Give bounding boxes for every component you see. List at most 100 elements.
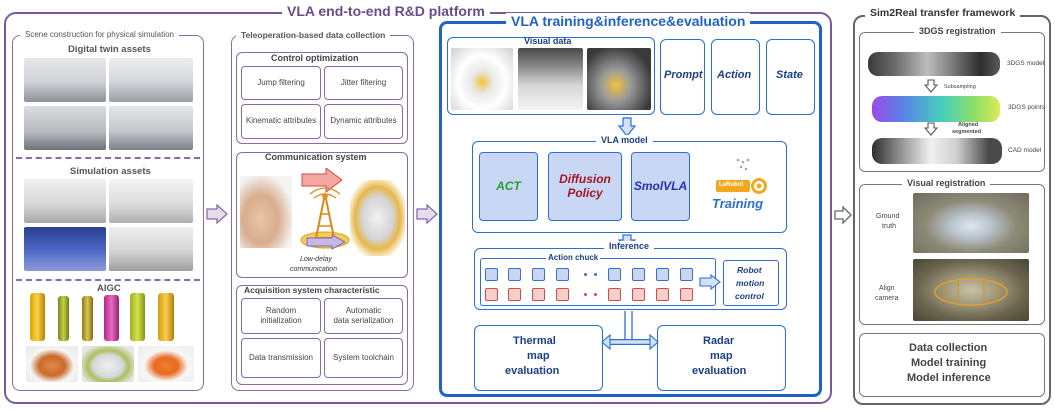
action-chunk-red-dot-1 [584, 293, 587, 296]
subsampling-label: Subsampling [944, 84, 976, 90]
simulation-photo-4 [109, 227, 193, 271]
visual-data-photo-2 [518, 48, 583, 110]
jump-filtering-cell: Jump filtering [241, 66, 321, 100]
gs-model-image [868, 52, 1000, 76]
bottle-6 [158, 293, 174, 341]
simulation-photo-1 [24, 179, 106, 223]
arrow-teleop-to-vla [416, 204, 438, 224]
action-chunk-blue-8 [680, 268, 693, 281]
ground-truth-line2: truth [882, 223, 897, 230]
arrow-data-to-model [618, 117, 636, 137]
thermal-evaluation-box [474, 325, 603, 391]
evaluation-split-arrows [601, 311, 659, 351]
aigc-food-photo-3 [138, 346, 194, 382]
model-diffusion-policy: Diffusion Policy [548, 152, 622, 221]
automatic-serialization-line2: data serialization [333, 316, 394, 325]
thermal-line3: evaluation [505, 365, 560, 377]
radar-evaluation-box [657, 325, 786, 391]
action-chunk-red-6 [632, 288, 645, 301]
align-camera-line1: Align [879, 285, 895, 292]
robot-control-line1: Robot [737, 265, 762, 275]
action-chunk-blue-dot-2 [594, 273, 597, 276]
action-chunk-title: Action chuck [546, 253, 601, 262]
sim2real-summary-box [859, 333, 1045, 397]
action-chunk-red-2 [508, 288, 521, 301]
thermal-line2: map [527, 350, 550, 362]
training-label: Training [712, 196, 764, 211]
simulation-photo-3 [24, 227, 106, 271]
teleop-title: Teleoperation-based data collection [236, 30, 391, 40]
model-diffusion-line1: Diffusion [559, 171, 611, 186]
digital-twin-photo-2 [109, 58, 193, 102]
prompt-box [660, 39, 705, 115]
gs-points-image [872, 96, 1000, 122]
model-act: ACT [479, 152, 538, 221]
bottle-1 [30, 293, 45, 341]
align-camera-line2: camera [875, 295, 899, 302]
low-delay-caption-line1: Low-delay [300, 256, 332, 263]
summary-model-training: Model training [911, 357, 987, 369]
ground-truth-line1: Ground [876, 213, 900, 220]
action-chunk-blue-2 [508, 268, 521, 281]
radar-line2: map [710, 350, 733, 362]
vla-title: VLA training&inference&evaluation [506, 13, 751, 29]
communication-title: Communication system [265, 152, 367, 162]
action-chunk-red-4 [556, 288, 569, 301]
action-chunk-blue-6 [632, 268, 645, 281]
sim2real-title: Sim2Real transfer framework [865, 7, 1021, 19]
action-chunk-blue-1 [485, 268, 498, 281]
random-initialization-cell: Random initialization [241, 298, 321, 334]
digital-twin-photo-1 [24, 58, 106, 102]
vla-model-title: VLA model [596, 135, 653, 145]
radar-line1: Radar [703, 335, 735, 347]
lerobot-logo-text: LeRobot [719, 182, 744, 188]
align-camera-image [913, 259, 1029, 321]
action-chunk-blue-5 [608, 268, 621, 281]
action-chunk-red-3 [532, 288, 545, 301]
scene-divider-1 [16, 157, 200, 159]
acquisition-title: Acquisition system characteristic [244, 285, 380, 295]
visual-data-photo-3 [587, 48, 651, 110]
random-initialization-line2: initialization [260, 316, 302, 325]
arrow-subsampling [924, 79, 938, 93]
action-chunk-blue-4 [556, 268, 569, 281]
bottle-5 [130, 293, 145, 341]
gs-points-label: 3DGS points [1008, 104, 1045, 111]
robot-feedback-arrow-icon [306, 234, 346, 250]
automatic-serialization-line1: Automatic [345, 305, 382, 315]
action-label: Action [717, 69, 752, 81]
visual-data-title: Visual data [524, 36, 572, 46]
bottle-4 [104, 295, 119, 341]
model-smolvla-label: SmolVLA [633, 178, 688, 193]
visual-data-box [447, 37, 655, 115]
platform-title: VLA end-to-end R&D platform [282, 3, 490, 19]
kinematic-attributes-cell: Kinematic attributes [241, 104, 321, 139]
action-chunk-red-8 [680, 288, 693, 301]
digital-twin-photo-3 [24, 106, 106, 150]
model-smolvla: SmolVLA [631, 152, 690, 221]
aligned-line2: segmented [952, 129, 982, 135]
action-chunk-red-5 [608, 288, 621, 301]
communication-box [236, 152, 408, 278]
low-delay-caption-line2: communication [290, 266, 338, 273]
visual-data-photo-1 [451, 48, 513, 110]
ground-truth-image [913, 193, 1029, 253]
cad-model-image [872, 138, 1002, 164]
robot-hand-photo [350, 180, 405, 256]
operator-hand-photo [240, 176, 292, 248]
dynamic-attributes-cell: Dynamic attributes [324, 104, 403, 139]
action-chunk-blue-3 [532, 268, 545, 281]
camera-ring-icon [934, 278, 1008, 306]
aligned-line1: Aligned [958, 122, 979, 128]
lerobot-logo-icon [716, 158, 767, 194]
robot-control-line3: control [735, 291, 764, 301]
inference-title: Inference [604, 241, 655, 251]
model-diffusion-line2: Policy [567, 185, 603, 200]
state-box [766, 39, 815, 115]
bottle-3 [82, 296, 93, 341]
aigc-food-photo-2 [82, 346, 134, 382]
simulation-title: Simulation assets [70, 166, 151, 177]
summary-data-collection: Data collection [909, 342, 988, 354]
simulation-photo-2 [109, 179, 193, 223]
state-label: State [776, 69, 803, 81]
